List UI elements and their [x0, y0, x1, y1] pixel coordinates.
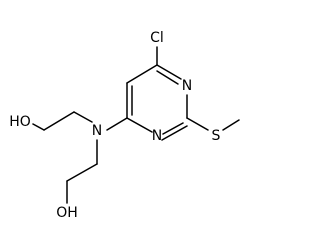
bond-n3-c2-inner [162, 122, 184, 135]
ring-nitrogen-bottom-label: N [152, 128, 162, 144]
bond-n3-c2 [161, 125, 188, 141]
bond-ch2-oh-upper [32, 123, 45, 131]
chlorine-label: Cl [150, 30, 164, 46]
hydroxyl-upper-label: HO [9, 114, 31, 130]
bond-n1-c6-inner [156, 70, 179, 85]
bond-c6-c5 [126, 64, 158, 84]
bond-n-ch2-upper [73, 111, 93, 123]
bond-ch2-ch2-upper [43, 111, 75, 131]
bond-s-ch3 [222, 119, 240, 131]
amine-nitrogen-label: N [92, 123, 102, 139]
bond-c4-n3 [126, 117, 153, 133]
ring-nitrogen-right-label: N [182, 78, 192, 94]
sulfur-label: S [212, 128, 221, 144]
bond-n1-c6 [156, 64, 182, 80]
bond-c4-n [106, 117, 128, 131]
bond-ch2-ch2-lower [66, 163, 98, 182]
molecule-structure: Cl N N N S HO OH [9, 30, 240, 221]
hydroxyl-lower-label: OH [56, 205, 78, 221]
bond-c2-s [186, 117, 209, 131]
